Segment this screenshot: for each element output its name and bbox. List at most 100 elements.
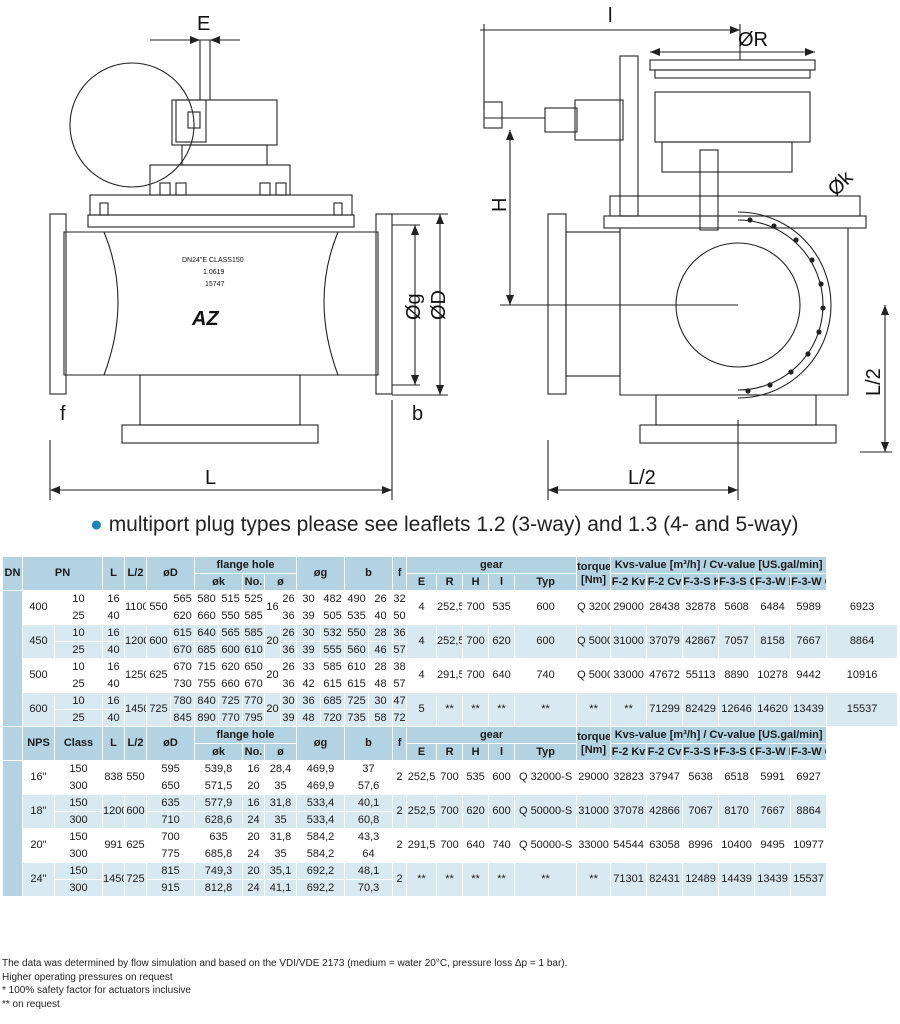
cell-nps: 16"	[22, 760, 55, 795]
cell-og: 692,2	[296, 862, 346, 880]
cell-od-b: 840	[194, 692, 220, 710]
cell-nps: 24"	[22, 862, 55, 897]
cell-o-a: 26	[280, 624, 298, 642]
hdr-i-asme: l	[488, 743, 516, 761]
cell-kv-6: 8864	[790, 794, 828, 829]
cell-b: 70,3	[344, 879, 394, 897]
cell-e: 252,5	[406, 760, 438, 795]
cell-og-b: 735	[344, 709, 370, 727]
hdr-od: øD	[145, 556, 196, 591]
cell-o-b: 33	[296, 658, 322, 676]
cell-o: 31,8	[264, 828, 298, 846]
cell-l: 1450	[124, 692, 147, 727]
cell-kv-3: 12489	[682, 862, 720, 897]
cell-typ: Q 32000-S	[576, 590, 612, 625]
cell-ok-b: 670	[242, 675, 266, 693]
table-row: 5001016125062567071562065020263358561028…	[3, 658, 898, 693]
cell-kv-1: 37078	[610, 794, 648, 829]
cell-kv-2: 55113	[682, 658, 720, 693]
asme-rows: ASME B 16.5 / 16.1016"150838550595539,81…	[2, 760, 898, 897]
cell-l2: 600	[124, 794, 147, 829]
cell-od: 650	[145, 777, 196, 795]
cell-e: **	[406, 862, 438, 897]
cell-od: 635	[145, 794, 196, 812]
cell-r: 700	[462, 624, 490, 659]
hdr-pn: PN	[22, 556, 103, 591]
cell-torque: 33000	[576, 828, 612, 863]
cell-b: 40,1	[344, 794, 394, 812]
cell-f: 4	[406, 624, 438, 659]
cell-kv-5: 9442	[790, 658, 828, 693]
cell-og-a: 615	[320, 675, 346, 693]
cell-kv-5: 13439	[790, 692, 828, 727]
cell-od: 595	[145, 760, 196, 778]
table-row: 6001016145072578084072577020303668572530…	[3, 692, 898, 727]
cell-b-b: 72	[392, 709, 408, 727]
body-marking-line-2: 1.0619	[203, 269, 225, 276]
cell-og: 533,4	[296, 794, 346, 812]
cell-typ: Q 32000-S	[514, 760, 578, 795]
cell-pn-b: 40	[102, 607, 125, 625]
cell-b-b: 32	[392, 590, 408, 608]
cell-kv-6: 15537	[826, 692, 898, 727]
cell-kv-3: 7057	[718, 624, 756, 659]
din-group-cell: DIN EN 1092/1 / 558-1	[2, 590, 23, 727]
cell-o-b: 30	[296, 624, 322, 642]
cell-ok-a: 600	[218, 641, 244, 659]
cell-og: 469,9	[296, 777, 346, 795]
cell-class: 300	[54, 879, 103, 897]
hdr-ok: øk	[194, 573, 244, 591]
cell-od-a: 620	[169, 607, 196, 625]
cell-class: 300	[54, 845, 103, 863]
cell-ok-b: 770	[242, 692, 266, 710]
cell-b-a: 26	[368, 590, 394, 608]
cell-og-a: 720	[320, 709, 346, 727]
hdr-typ: Typ	[514, 573, 578, 591]
cell-l2: 725	[146, 692, 171, 727]
cell-kv-4: 14620	[754, 692, 792, 727]
cell-pn-a: 25	[54, 675, 103, 693]
hdr-no: No.	[242, 573, 266, 591]
asme-header: NPS Class L L/2 øD flange hole øg b f ge…	[2, 726, 898, 761]
cell-torque: **	[576, 862, 612, 897]
cell-og: 469,9	[296, 760, 346, 778]
hdr-torque-asme: torque *[Nm]	[576, 726, 612, 761]
hdr-dn: DN	[2, 556, 23, 591]
body-marking-line-3: 15747	[205, 281, 225, 288]
cell-h: 640	[488, 658, 516, 693]
cell-l: 1450	[102, 862, 125, 897]
cell-kv-2: 32878	[682, 590, 720, 625]
hdr-r: R	[436, 573, 464, 591]
cell-ok-a: 550	[218, 607, 244, 625]
cell-b-b: 50	[392, 607, 408, 625]
cell-ok: 571,5	[194, 777, 244, 795]
cell-typ: **	[514, 862, 578, 897]
cell-od-b: 660	[194, 607, 220, 625]
cell-h: 620	[462, 794, 490, 829]
cell-kv-6: 8864	[826, 624, 898, 659]
cell-ok: 812,8	[194, 879, 244, 897]
cell-f: 2	[392, 794, 408, 829]
cell-ok: 749,3	[194, 862, 244, 880]
cell-od-a: 730	[169, 675, 196, 693]
dim-label-b: b	[412, 403, 423, 425]
cell-dn: 600	[22, 692, 55, 727]
cell-no: 20	[242, 828, 266, 846]
cell-og-a: 555	[320, 641, 346, 659]
cell-od: 915	[145, 879, 196, 897]
table-row: 18"1501200600635577,91631,8533,440,12252…	[3, 794, 898, 829]
cell-o-a: 30	[280, 692, 298, 710]
cell-o: 31,8	[264, 794, 298, 812]
cell-l: 1100	[124, 590, 147, 625]
cell-l2: 625	[146, 658, 171, 693]
hdr-i: l	[488, 573, 516, 591]
cell-b: 64	[344, 845, 394, 863]
cell-og-a: 685	[320, 692, 346, 710]
hdr-gear-asme: gear	[406, 726, 578, 744]
cell-b-b: 38	[392, 658, 408, 676]
hdr-flange-hole: flange hole	[194, 556, 298, 574]
cell-kv-2: 82429	[682, 692, 720, 727]
hdr-c2: F-2 Cv	[646, 573, 684, 591]
